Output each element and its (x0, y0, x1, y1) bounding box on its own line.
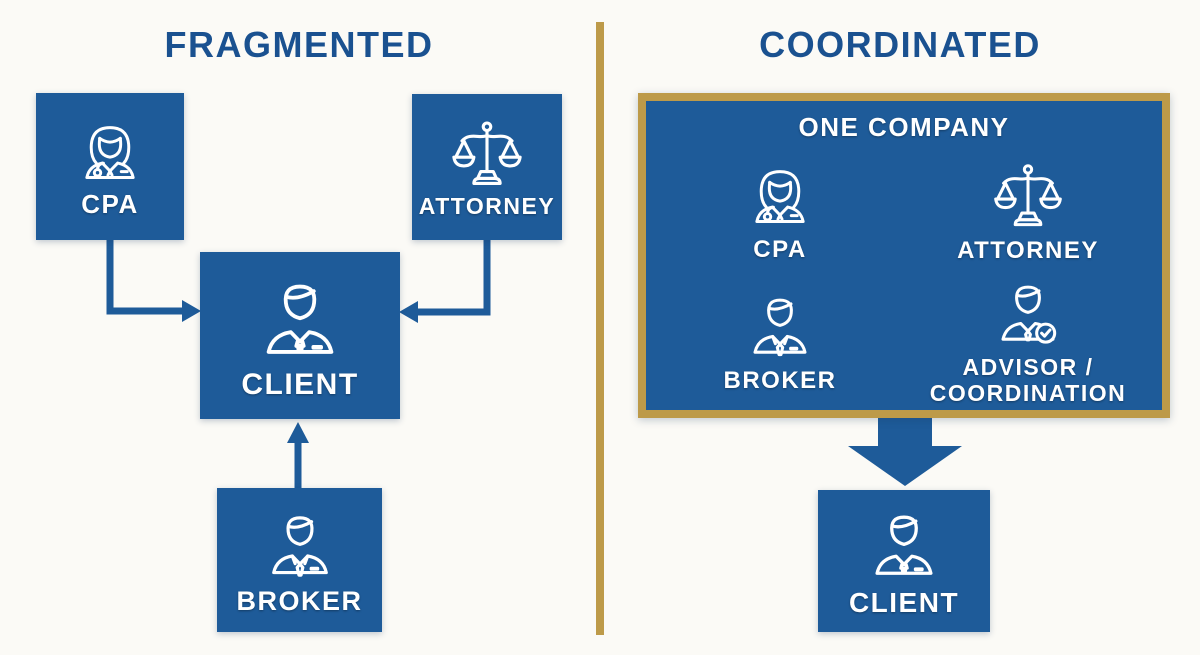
attorney-box: ATTORNEY (412, 94, 562, 240)
attorney-label: ATTORNEY (418, 193, 556, 220)
broker-label: BROKER (236, 585, 363, 616)
coordinated-client-box: CLIENT (818, 490, 990, 632)
fragmented-title: FRAGMENTED (164, 24, 434, 65)
member-attorney-label: ATTORNEY (957, 237, 1099, 265)
member-advisor-label: ADVISOR / COORDINATION (929, 354, 1127, 407)
client-person-icon (875, 515, 933, 576)
member-advisor: ADVISOR / COORDINATION (904, 274, 1152, 407)
member-cpa: CPA (656, 148, 904, 274)
cpa-label: CPA (81, 188, 139, 219)
advisor-check-icon (1001, 285, 1057, 344)
cpa-box: CPA (36, 93, 184, 240)
coordinated-client-label: CLIENT (848, 587, 960, 619)
member-cpa-label: CPA (753, 236, 807, 264)
member-broker: BROKER (656, 274, 904, 407)
client-person-icon (266, 284, 334, 354)
one-company-box: ONE COMPANY CPA ATTORNEY BROKER ADVISOR … (638, 93, 1170, 418)
client-box: CLIENT (200, 252, 400, 419)
broker-person-icon (753, 298, 807, 356)
arrow-broker-to-client (287, 422, 309, 490)
cpa-professional-woman-icon (755, 170, 805, 224)
one-company-title: ONE COMPANY (798, 112, 1010, 142)
panel-divider (596, 22, 604, 635)
arrow-cpa-to-client (106, 238, 201, 322)
member-broker-label: BROKER (723, 366, 837, 394)
arrow-company-to-client (848, 414, 962, 486)
company-members-grid: CPA ATTORNEY BROKER ADVISOR / COORDINATI… (646, 142, 1162, 417)
member-attorney: ATTORNEY (904, 148, 1152, 274)
broker-person-icon (271, 516, 328, 577)
justice-scales-icon (994, 164, 1062, 227)
justice-scales-icon (452, 121, 522, 186)
coordinated-title: COORDINATED (759, 24, 1041, 65)
broker-box: BROKER (217, 488, 382, 632)
client-label: CLIENT (241, 367, 359, 401)
cpa-professional-woman-icon (85, 126, 135, 179)
arrow-attorney-to-client (399, 238, 491, 323)
